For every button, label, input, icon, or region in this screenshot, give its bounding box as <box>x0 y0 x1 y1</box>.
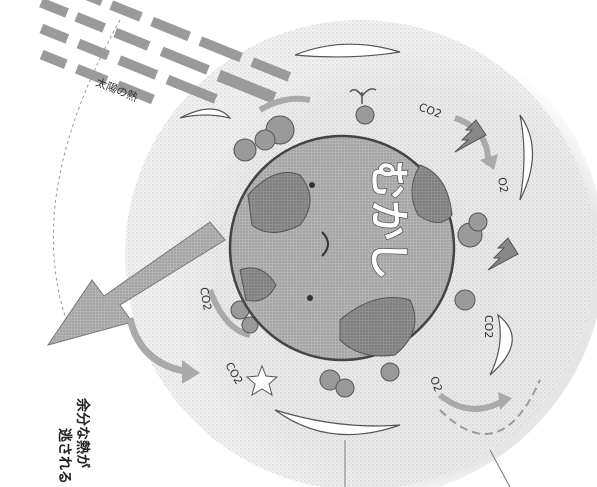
molecule-label: O2 <box>495 176 511 194</box>
caption-line-2: 逃される <box>56 428 73 484</box>
sun-heat-label: 太陽の熱 <box>94 76 140 105</box>
earth-eye <box>309 182 315 188</box>
earth-eye <box>307 295 313 301</box>
caption-line-1: 余分な熱が <box>74 397 91 469</box>
earth-globe: むかし <box>230 136 454 360</box>
earth-label: むかし <box>365 160 411 280</box>
molecule-label: CO2 <box>482 315 495 338</box>
